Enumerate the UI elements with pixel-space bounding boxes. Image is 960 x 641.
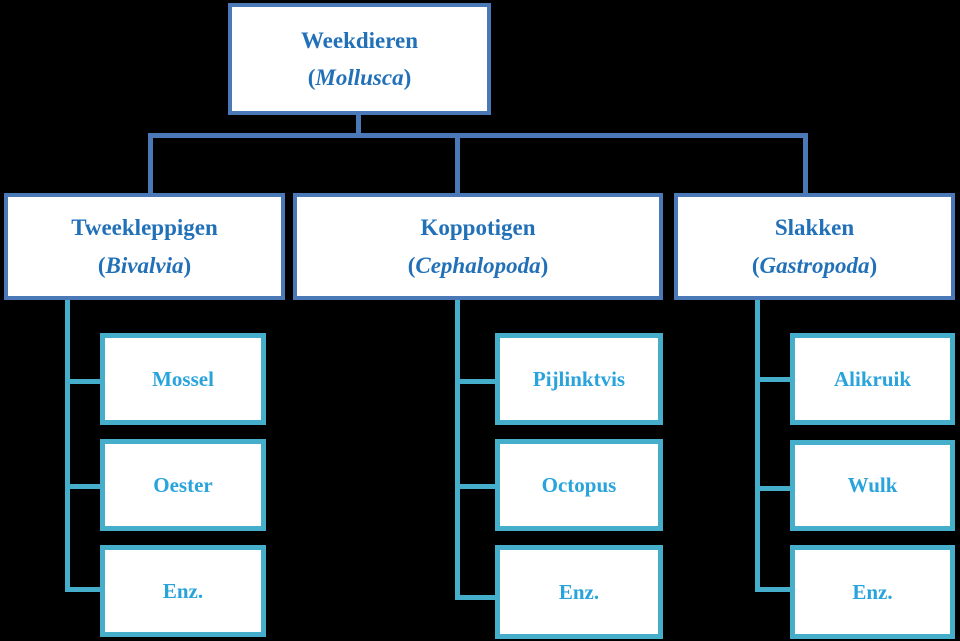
node-label: Slakken — [774, 215, 855, 241]
node-label: Pijlinktvis — [532, 366, 626, 391]
connector-middle-stub-3 — [455, 595, 495, 600]
node-koppotigen: Koppotigen (Cephalopoda) — [293, 193, 663, 300]
node-tweekleppigen: Tweekleppigen (Bivalvia) — [4, 193, 285, 300]
node-octopus: Octopus — [495, 439, 663, 531]
connector-middle-vertical — [455, 300, 460, 600]
node-mossel: Mossel — [100, 333, 266, 425]
connector-middle-stub-1 — [455, 379, 495, 384]
node-enz-gastropoda: Enz. — [790, 545, 955, 639]
paren-close: ) — [403, 65, 412, 90]
connector-right-stub-1 — [755, 377, 790, 382]
connector-right-vertical — [755, 300, 760, 592]
connector-left-stub-3 — [65, 587, 100, 592]
connector-left-vertical — [65, 300, 70, 592]
node-label: Enz. — [162, 578, 204, 603]
node-latin: (Bivalvia) — [98, 247, 191, 284]
connector-left-stub-2 — [65, 484, 100, 489]
node-label: Wulk — [847, 473, 898, 497]
paren-close: ) — [540, 252, 549, 278]
connector-right-stub-2 — [755, 486, 790, 491]
latin-name: Mollusca — [315, 65, 404, 90]
paren-close: ) — [869, 252, 878, 278]
node-label: Oester — [153, 472, 213, 497]
connector-left-stub-1 — [65, 379, 100, 384]
connector-right-stub-3 — [755, 587, 790, 592]
node-enz-cephalopoda: Enz. — [495, 545, 663, 639]
node-label: Weekdieren — [300, 27, 419, 53]
paren-open: ( — [751, 252, 760, 278]
node-label: Tweekleppigen — [71, 215, 218, 241]
node-alikruik: Alikruik — [790, 333, 955, 425]
node-weekdieren: Weekdieren (Mollusca) — [228, 3, 491, 115]
node-label: Koppotigen — [420, 215, 536, 241]
node-label: Alikruik — [833, 366, 912, 391]
node-wulk: Wulk — [790, 440, 955, 531]
node-label: Octopus — [541, 472, 617, 497]
node-latin: (Cephalopoda) — [408, 247, 549, 284]
connector-root-stub — [356, 115, 361, 138]
node-label: Enz. — [852, 579, 893, 604]
latin-name: Gastropoda — [759, 252, 870, 278]
node-label: Mossel — [152, 366, 214, 391]
paren-close: ) — [183, 252, 192, 278]
node-label: Enz. — [558, 579, 600, 604]
node-latin: (Mollusca) — [308, 59, 412, 96]
paren-open: ( — [407, 252, 416, 278]
connector-middle-stub-2 — [455, 484, 495, 489]
node-enz-bivalvia: Enz. — [100, 545, 266, 637]
paren-open: ( — [97, 252, 106, 278]
connector-drop-middle — [455, 133, 460, 193]
latin-name: Cephalopoda — [415, 252, 541, 278]
connector-drop-right — [803, 133, 808, 193]
node-latin: (Gastropoda) — [752, 247, 877, 284]
connector-drop-left — [148, 133, 153, 193]
latin-name: Bivalvia — [105, 252, 184, 278]
connector-horizontal-bar — [148, 133, 808, 138]
node-slakken: Slakken (Gastropoda) — [674, 193, 955, 300]
paren-open: ( — [307, 65, 316, 90]
node-pijlinktvis: Pijlinktvis — [495, 333, 663, 425]
node-oester: Oester — [100, 439, 266, 531]
